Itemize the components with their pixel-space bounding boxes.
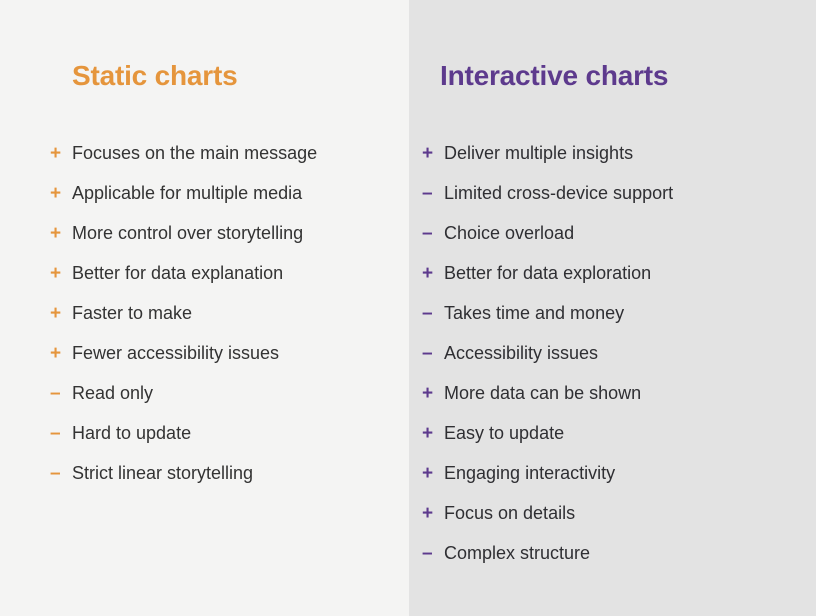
- list-item: + More control over storytelling: [50, 213, 317, 253]
- list-item-label: Better for data exploration: [444, 263, 652, 283]
- interactive-charts-panel: Interactive charts + Deliver multiple ins…: [409, 0, 816, 616]
- static-charts-panel: Static charts + Focuses on the main messa…: [50, 60, 318, 493]
- minus-icon: –: [50, 383, 61, 404]
- plus-icon: +: [50, 143, 62, 164]
- list-item: –Choice overload: [422, 213, 673, 253]
- interactive-charts-list: +Deliver multiple insights–Limited cross…: [422, 133, 673, 573]
- interactive-charts-heading: Interactive charts: [440, 60, 669, 91]
- list-item-label: Deliver multiple insights: [444, 143, 634, 163]
- plus-icon: +: [422, 463, 434, 484]
- minus-icon: –: [422, 183, 433, 204]
- list-item: + Focus on details: [422, 493, 673, 533]
- list-item: + Better for data explanation: [50, 253, 317, 293]
- minus-icon: –: [422, 303, 433, 324]
- list-item: –Takes time and money: [422, 293, 673, 333]
- plus-icon: +: [50, 303, 62, 324]
- list-item: + Easy to update: [422, 413, 673, 453]
- list-item: –Read only: [50, 373, 317, 413]
- list-item: + More data can be shown: [422, 373, 673, 413]
- list-item: + Better for data exploration: [422, 253, 673, 293]
- list-item-label: Focus on details: [444, 503, 576, 523]
- plus-icon: +: [422, 423, 434, 444]
- plus-icon: +: [422, 503, 434, 524]
- list-item-label: Limited cross-device support: [444, 183, 674, 203]
- minus-icon: –: [50, 463, 61, 484]
- static-charts-heading: Static charts: [72, 60, 238, 91]
- list-item-label: More data can be shown: [444, 383, 642, 403]
- plus-icon: +: [50, 223, 62, 244]
- plus-icon: +: [50, 183, 62, 204]
- minus-icon: –: [422, 543, 433, 564]
- list-item: –Hard to update: [50, 413, 317, 453]
- static-charts-list: + Focuses on the main message + Applicable …: [50, 133, 317, 493]
- minus-icon: –: [50, 423, 61, 444]
- list-item: + Fewer accessibility issues: [50, 333, 317, 373]
- list-item: + Deliver multiple insights: [422, 133, 673, 173]
- list-item-label: Takes time and money: [444, 303, 625, 323]
- plus-icon: +: [422, 383, 434, 404]
- list-item-label: Focuses on the main message: [72, 143, 318, 163]
- list-item: + Faster to make: [50, 293, 317, 333]
- list-item: + Engaging interactivity: [422, 453, 673, 493]
- list-item-label: Better for data explanation: [72, 263, 284, 283]
- plus-icon: +: [422, 143, 434, 164]
- list-item-label: Strict linear storytelling: [72, 463, 254, 483]
- list-item-label: More control over storytelling: [72, 223, 304, 243]
- minus-icon: –: [422, 223, 433, 244]
- plus-icon: +: [422, 263, 434, 284]
- plus-icon: +: [50, 343, 62, 364]
- list-item: –Accessibility issues: [422, 333, 673, 373]
- list-item-label: Choice overload: [444, 223, 575, 243]
- list-item-label: Accessibility issues: [444, 343, 599, 363]
- list-item-label: Faster to make: [72, 303, 193, 323]
- list-item-label: Easy to update: [444, 423, 565, 443]
- list-item: –Complex structure: [422, 533, 673, 573]
- list-item: –Strict linear storytelling: [50, 453, 317, 493]
- list-item: + Focuses on the main message: [50, 133, 317, 173]
- list-item-label: Complex structure: [444, 543, 591, 563]
- list-item-label: Fewer accessibility issues: [72, 343, 280, 363]
- list-item: –Limited cross-device support: [422, 173, 673, 213]
- list-item-label: Applicable for multiple media: [72, 183, 303, 203]
- list-item-label: Engaging interactivity: [444, 463, 616, 483]
- list-item: + Applicable for multiple media: [50, 173, 317, 213]
- list-item-label: Hard to update: [72, 423, 192, 443]
- minus-icon: –: [422, 343, 433, 364]
- plus-icon: +: [50, 263, 62, 284]
- list-item-label: Read only: [72, 383, 154, 403]
